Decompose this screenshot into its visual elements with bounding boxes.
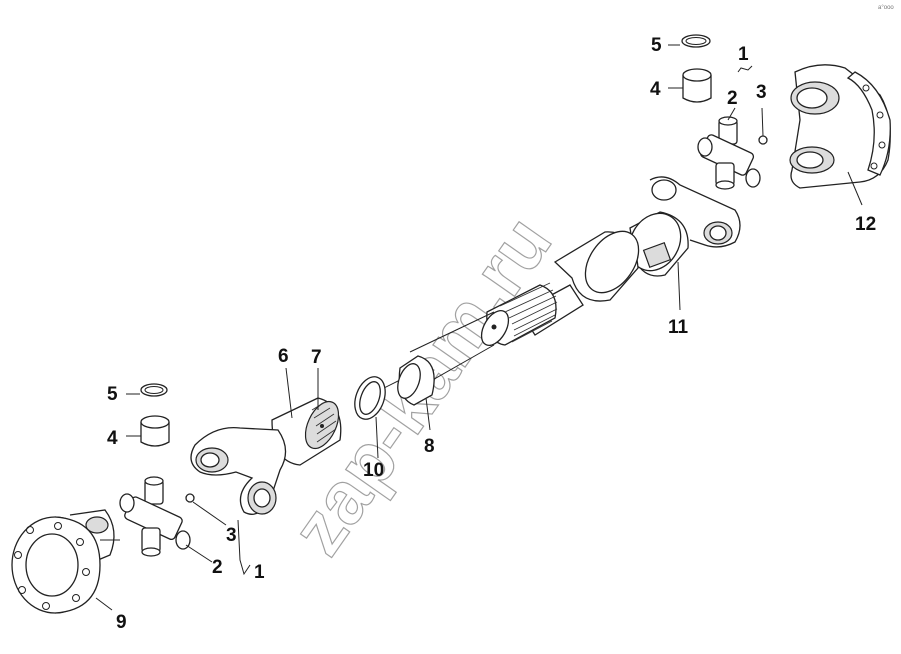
label-part-9: 9 bbox=[116, 612, 127, 633]
bracket-top bbox=[737, 65, 753, 73]
grease-nipple-bottom bbox=[185, 493, 227, 526]
corner-mark: a°ooo bbox=[878, 5, 894, 11]
label-part-12: 12 bbox=[855, 214, 876, 235]
bearing-cup-bottom bbox=[126, 415, 170, 447]
label-part-4-bottom: 4 bbox=[107, 428, 118, 449]
flange-yoke-right bbox=[789, 64, 891, 206]
label-part-3-bottom: 3 bbox=[226, 525, 237, 546]
bracket-bottom bbox=[237, 519, 251, 576]
splined-shaft bbox=[480, 282, 558, 346]
label-part-7: 7 bbox=[311, 347, 322, 368]
label-part-11: 11 bbox=[668, 317, 689, 338]
snap-ring-top bbox=[668, 34, 711, 48]
universal-joint-cross-bottom bbox=[119, 476, 213, 563]
universal-joint-cross-top bbox=[697, 107, 761, 190]
snap-ring-bottom bbox=[126, 383, 168, 397]
tube-yoke-6 bbox=[190, 367, 342, 515]
label-part-1-bottom: 1 bbox=[254, 562, 265, 583]
seal-ring-10 bbox=[354, 376, 386, 459]
label-part-6: 6 bbox=[278, 346, 289, 367]
companion-flange-9 bbox=[11, 509, 120, 614]
sleeve-ring-8 bbox=[397, 355, 435, 431]
label-part-3-top: 3 bbox=[756, 82, 767, 103]
label-part-4-top: 4 bbox=[650, 79, 661, 100]
label-part-10: 10 bbox=[363, 460, 384, 481]
label-part-2-top: 2 bbox=[727, 88, 738, 109]
label-part-8: 8 bbox=[424, 436, 435, 457]
grease-nipple-top bbox=[758, 107, 768, 145]
label-part-5-bottom: 5 bbox=[107, 384, 118, 405]
label-part-1-top: 1 bbox=[738, 44, 749, 65]
label-part-2-bottom: 2 bbox=[212, 557, 223, 578]
bearing-cup-top bbox=[668, 68, 712, 103]
slip-yoke-11 bbox=[628, 176, 741, 311]
label-part-5-top: 5 bbox=[651, 35, 662, 56]
